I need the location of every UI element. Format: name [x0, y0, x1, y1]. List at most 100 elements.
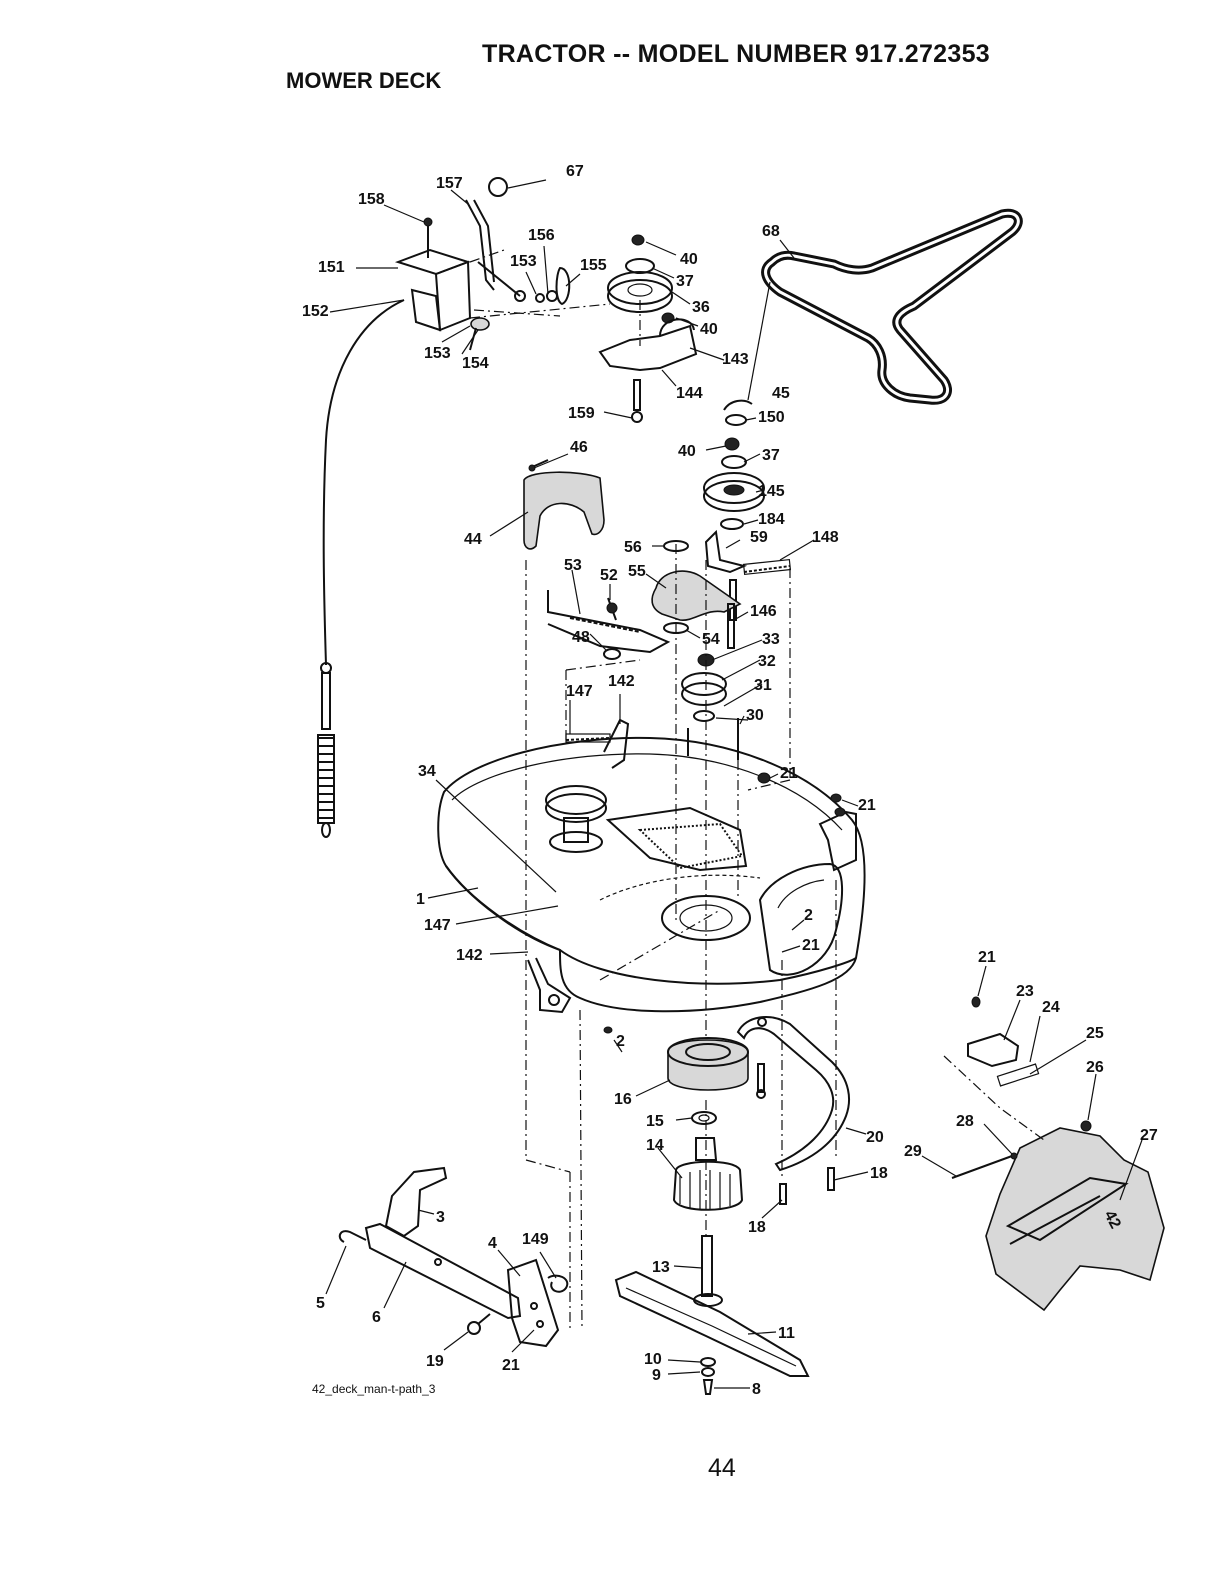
- callout-40-c: 40: [678, 443, 696, 460]
- callout-19: 19: [426, 1353, 444, 1370]
- upper-spring-bracket: [565, 718, 630, 769]
- callout-26: 26: [1086, 1059, 1104, 1076]
- chute-decal-text: 42: [1100, 1208, 1123, 1232]
- callout-28: 28: [956, 1113, 974, 1130]
- callout-27: 27: [1140, 1127, 1158, 1144]
- callout-11: 11: [778, 1325, 795, 1342]
- callout-21-d: 21: [978, 949, 996, 966]
- callout-21-e: 21: [502, 1357, 520, 1374]
- callout-21-b: 21: [858, 797, 876, 814]
- image-reference: 42_deck_man-t-path_3: [312, 1382, 436, 1396]
- callout-153: 153: [510, 253, 537, 270]
- callout-148: 148: [812, 529, 839, 546]
- mower-deck-housing: [437, 736, 866, 1013]
- callout-146: 146: [750, 603, 777, 620]
- callout-36: 36: [692, 299, 710, 316]
- callout-147: 147: [566, 683, 593, 700]
- page-title: TRACTOR -- MODEL NUMBER 917.272353: [482, 40, 991, 68]
- callout-142-b: 142: [456, 947, 483, 964]
- callout-5: 5: [316, 1295, 325, 1312]
- callout-153-lower: 153: [424, 345, 451, 362]
- callout-52: 52: [600, 567, 618, 584]
- callout-40: 40: [680, 251, 698, 268]
- callout-149: 149: [522, 1231, 549, 1248]
- deck-hanger-left: [527, 957, 613, 1034]
- discharge-chute: 42: [951, 1127, 1165, 1312]
- page-number: 44: [708, 1454, 736, 1482]
- callout-151: 151: [318, 259, 345, 276]
- callout-143: 143: [722, 351, 749, 368]
- callout-152: 152: [302, 303, 329, 320]
- callout-6: 6: [372, 1309, 381, 1326]
- callout-56: 56: [624, 539, 642, 556]
- callout-1: 1: [416, 891, 425, 908]
- callout-156: 156: [528, 227, 555, 244]
- callout-159: 159: [568, 405, 595, 422]
- callout-48: 48: [572, 629, 590, 646]
- callout-34: 34: [418, 763, 436, 780]
- callout-21-c: 21: [802, 937, 820, 954]
- callout-16: 16: [614, 1091, 632, 1108]
- section-title: MOWER DECK: [286, 68, 442, 93]
- callout-68: 68: [762, 223, 780, 240]
- drive-belt: [761, 208, 1023, 405]
- callout-labels: 67 157 158 156 151 153 155 152 153 154 4…: [302, 163, 1158, 1398]
- callout-10: 10: [644, 1351, 662, 1368]
- callout-59: 59: [750, 529, 768, 546]
- callout-23: 23: [1016, 983, 1034, 1000]
- alignment-lines: [469, 300, 837, 1331]
- callout-33: 33: [762, 631, 780, 648]
- chute-bracket: [943, 996, 1092, 1141]
- callout-157: 157: [436, 175, 463, 192]
- front-hitch-assembly: [338, 1166, 569, 1348]
- callout-31: 31: [754, 677, 772, 694]
- callout-67: 67: [566, 163, 584, 180]
- callout-13: 13: [652, 1259, 670, 1276]
- callout-154: 154: [462, 355, 489, 372]
- callout-18-b: 18: [748, 1219, 766, 1236]
- callout-144: 144: [676, 385, 703, 402]
- callout-9: 9: [652, 1367, 661, 1384]
- callout-24: 24: [1042, 999, 1060, 1016]
- callout-2-b: 2: [616, 1033, 625, 1050]
- callout-44: 44: [464, 531, 482, 548]
- leader-lines: [325, 179, 1143, 1389]
- callout-3: 3: [436, 1209, 445, 1226]
- belt-guard: [523, 459, 605, 550]
- callout-150: 150: [758, 409, 785, 426]
- callout-32: 32: [758, 653, 776, 670]
- callout-155: 155: [580, 257, 607, 274]
- callout-145: 145: [758, 483, 785, 500]
- callout-8: 8: [752, 1381, 761, 1398]
- deck-hanger-right: [757, 772, 857, 872]
- callout-53: 53: [564, 557, 582, 574]
- callout-14: 14: [646, 1137, 664, 1154]
- callout-184: 184: [758, 511, 785, 528]
- callout-15: 15: [646, 1113, 664, 1130]
- callout-30: 30: [746, 707, 764, 724]
- callout-147-b: 147: [424, 917, 451, 934]
- lift-lever-assembly: [394, 177, 571, 351]
- callout-54: 54: [702, 631, 720, 648]
- callout-37: 37: [676, 273, 694, 290]
- callout-45: 45: [772, 385, 790, 402]
- callout-142: 142: [608, 673, 635, 690]
- callout-20: 20: [866, 1129, 884, 1146]
- callout-4: 4: [488, 1235, 497, 1252]
- callout-2: 2: [804, 907, 813, 924]
- lift-cable: [317, 299, 405, 838]
- rear-baffle: [736, 1016, 850, 1205]
- idler-bracket: [651, 540, 742, 649]
- engine-pulley: [681, 653, 739, 760]
- callout-37-b: 37: [762, 447, 780, 464]
- callout-55: 55: [628, 563, 646, 580]
- callout-46: 46: [570, 439, 588, 456]
- callout-21: 21: [780, 765, 798, 782]
- callout-29: 29: [904, 1143, 922, 1160]
- callout-18: 18: [870, 1165, 888, 1182]
- callout-25: 25: [1086, 1025, 1104, 1042]
- idler-arm: [547, 590, 671, 660]
- spindle-assembly: [667, 1037, 749, 1395]
